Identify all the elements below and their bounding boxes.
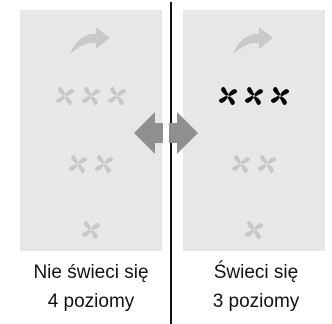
caption-left-line1: Nie świeci się <box>33 262 149 283</box>
fan-icon <box>244 220 264 240</box>
fan-icon <box>81 220 101 240</box>
caption-right-line1: Świeci się <box>213 262 299 283</box>
fan-icon <box>81 86 101 106</box>
fan-icon <box>68 154 88 174</box>
double-arrow-icon <box>134 112 198 154</box>
fan-icon <box>107 86 127 106</box>
fan-icon <box>218 86 238 106</box>
divider-line <box>170 2 172 324</box>
caption-right-line2: 3 poziomy <box>212 291 300 312</box>
fan-icon <box>270 86 290 106</box>
caption-left-line2: 4 poziomy <box>47 291 135 312</box>
curved-up-arrow-icon <box>70 27 110 54</box>
fan-icon <box>257 154 277 174</box>
fan-icon <box>55 86 75 106</box>
fan-icon <box>231 154 251 174</box>
fan-icon <box>244 86 264 106</box>
fan-icon <box>94 154 114 174</box>
caption-right: Świeci się 3 poziomy <box>171 258 332 316</box>
right-panel <box>183 10 325 251</box>
caption-left: Nie świeci się 4 poziomy <box>6 258 176 316</box>
curved-up-arrow-icon <box>233 27 273 54</box>
